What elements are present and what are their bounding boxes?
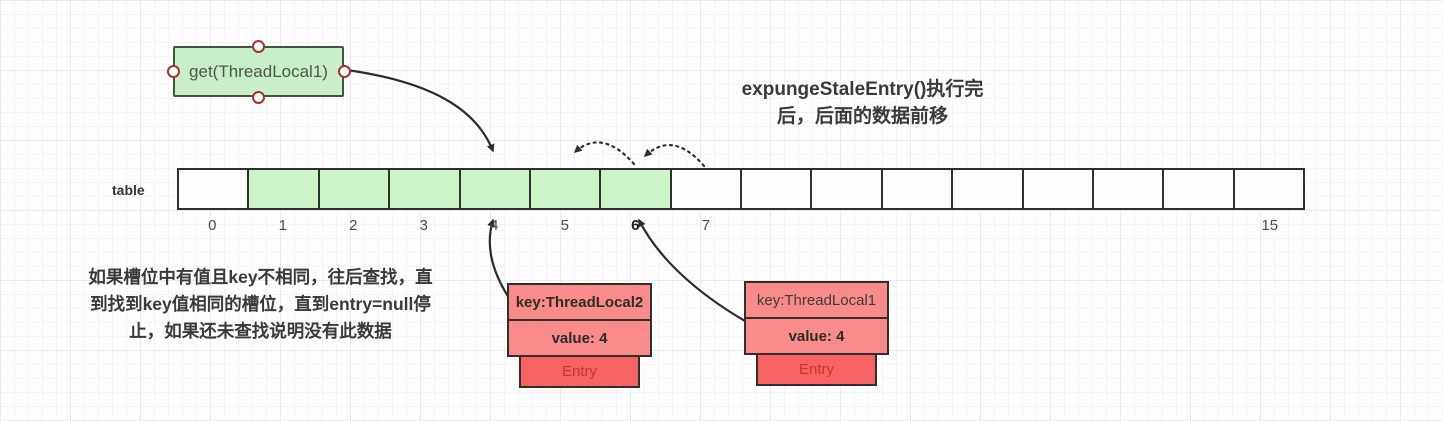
table-cell-12[interactable] bbox=[1023, 170, 1094, 208]
index-label-6: 6 bbox=[631, 217, 640, 234]
entry-card-threadlocal1[interactable]: key:ThreadLocal1 value: 4 Entry bbox=[744, 281, 889, 386]
table-label: table bbox=[112, 182, 145, 198]
index-label-4: 4 bbox=[490, 217, 499, 234]
table-index-row: 0 1 2 3 4 5 6 7 15 bbox=[177, 217, 1305, 237]
resize-handle-right[interactable] bbox=[338, 65, 351, 78]
table-cell-4[interactable] bbox=[460, 170, 531, 208]
table-cell-0[interactable] bbox=[179, 170, 250, 208]
arrow-move-slot6-to-slot5 bbox=[573, 141, 636, 166]
note-line3: 止，如果还未查找说明没有此数据 bbox=[129, 321, 392, 341]
table-cell-13[interactable] bbox=[1093, 170, 1165, 208]
arrow-move-slot7-to-slot6 bbox=[643, 144, 706, 168]
index-label-15: 15 bbox=[1261, 217, 1279, 234]
table-cell-15[interactable] bbox=[1234, 170, 1303, 208]
index-label-8 bbox=[741, 217, 812, 237]
note-line1: 如果槽位中有值且key不相同，往后查找，直 bbox=[88, 267, 433, 287]
entry-card-threadlocal2[interactable]: key:ThreadLocal2 value: 4 Entry bbox=[507, 283, 652, 388]
entry-card-threadlocal2-body: key:ThreadLocal2 value: 4 bbox=[507, 283, 652, 357]
entry-value-field: value: 4 bbox=[551, 329, 608, 347]
resize-handle-bottom[interactable] bbox=[252, 91, 265, 104]
entry-type-label: Entry bbox=[756, 355, 877, 386]
index-label-10 bbox=[882, 217, 953, 237]
entry-key-field: key:ThreadLocal2 bbox=[509, 285, 650, 321]
note-line2: 到找到key值相同的槽位，直到entry=null停 bbox=[90, 294, 431, 314]
note-text: 如果槽位中有值且key不相同，往后查找，直 到找到key值相同的槽位，直到ent… bbox=[28, 264, 493, 345]
table-cell-9[interactable] bbox=[812, 170, 883, 208]
index-label-11 bbox=[953, 217, 1024, 237]
table-cell-10[interactable] bbox=[882, 170, 954, 208]
index-label-14 bbox=[1164, 217, 1235, 237]
get-threadlocal1-box[interactable]: get(ThreadLocal1) bbox=[173, 46, 344, 97]
diagram-title-line2: 后，后面的数据前移 bbox=[776, 106, 948, 127]
index-label-9 bbox=[812, 217, 883, 237]
table-cell-14[interactable] bbox=[1164, 170, 1235, 208]
resize-handle-left[interactable] bbox=[167, 65, 180, 78]
table-cell-8[interactable] bbox=[742, 170, 813, 208]
entry-card-threadlocal1-body: key:ThreadLocal1 value: 4 bbox=[744, 281, 889, 355]
index-label-0: 0 bbox=[208, 217, 217, 234]
index-label-7: 7 bbox=[701, 217, 710, 234]
table-cells bbox=[177, 168, 1305, 210]
entry-key-field: key:ThreadLocal1 bbox=[746, 283, 887, 319]
table-cell-5[interactable] bbox=[530, 170, 602, 208]
entry-type-label: Entry bbox=[519, 357, 640, 388]
diagram-title-line1: expungeStaleEntry()执行完 bbox=[741, 79, 984, 100]
arrow-get-to-slot4 bbox=[346, 68, 495, 153]
diagram-title: expungeStaleEntry()执行完 后，后面的数据前移 bbox=[690, 76, 1035, 130]
table-cell-3[interactable] bbox=[390, 170, 461, 208]
get-threadlocal1-label: get(ThreadLocal1) bbox=[189, 61, 328, 81]
index-label-1: 1 bbox=[278, 217, 287, 234]
index-label-13 bbox=[1094, 217, 1165, 237]
table-cell-6[interactable] bbox=[601, 170, 672, 208]
resize-handle-top[interactable] bbox=[252, 40, 265, 53]
index-label-5: 5 bbox=[560, 217, 569, 234]
table-cell-7[interactable] bbox=[671, 170, 742, 208]
index-label-2: 2 bbox=[349, 217, 358, 234]
table-cell-11[interactable] bbox=[953, 170, 1024, 208]
index-label-3: 3 bbox=[419, 217, 428, 234]
table-cell-2[interactable] bbox=[319, 170, 391, 208]
entry-value-field: value: 4 bbox=[788, 327, 845, 345]
table-cell-1[interactable] bbox=[249, 170, 320, 208]
index-label-12 bbox=[1023, 217, 1094, 237]
